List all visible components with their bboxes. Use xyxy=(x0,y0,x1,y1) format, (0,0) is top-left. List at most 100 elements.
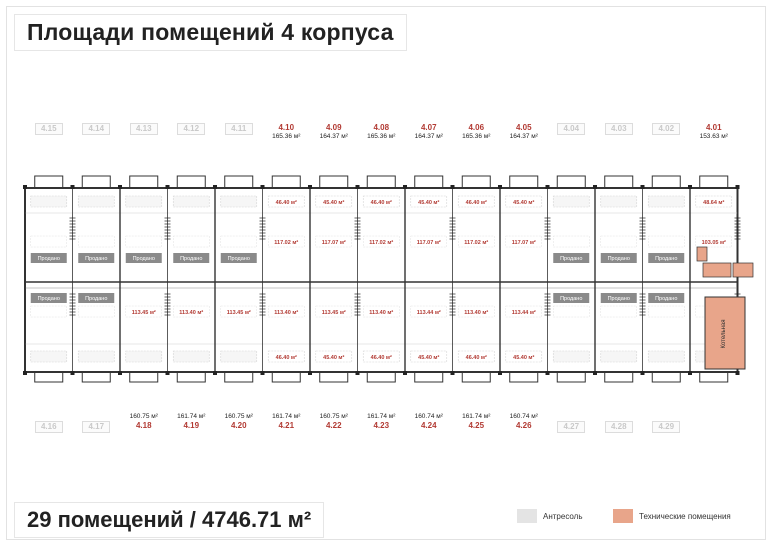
top-mezzanine-box xyxy=(220,195,258,208)
entrance-canopy xyxy=(414,175,444,188)
top-unit-label-code: 4.03 xyxy=(604,123,633,135)
top-unit-label-code: 4.10 xyxy=(278,123,295,132)
bottom-unit-label-code: 4.23 xyxy=(373,420,390,430)
top-hall-box xyxy=(505,235,542,248)
top-unit-label-area xyxy=(122,136,166,143)
bottom-hall-area: 113.40 м² xyxy=(179,309,203,316)
sold-badge xyxy=(30,293,67,303)
top-unit-label-code: 4.08 xyxy=(373,123,390,132)
top-hall-area: 117.02 м² xyxy=(369,239,393,246)
sold-badge-label: Продано xyxy=(560,256,582,262)
top-mezzanine-box xyxy=(600,195,638,208)
entrance-canopy xyxy=(129,175,159,188)
bottom-hall-box xyxy=(125,305,162,318)
entrance-canopy xyxy=(461,175,491,188)
bottom-unit-label[interactable]: 4.29 xyxy=(644,413,688,433)
entrance-canopy xyxy=(509,175,539,188)
bottom-unit-label-code: 4.25 xyxy=(468,420,485,430)
bottom-hall-area: 113.44 м² xyxy=(417,309,441,316)
top-hall-box xyxy=(410,235,447,248)
bottom-mezzanine-area: 45.40 м² xyxy=(513,354,534,361)
bottom-hall-box xyxy=(363,305,400,318)
top-unit-label-area xyxy=(27,136,71,143)
top-unit-label[interactable]: 4.13 xyxy=(122,123,166,143)
top-hall-area: 117.07 м² xyxy=(322,239,346,246)
sold-badge-label: Продано xyxy=(38,296,60,302)
bottom-unit-label[interactable]: 4.28 xyxy=(597,413,641,433)
top-unit-label-code: 4.15 xyxy=(34,123,63,135)
bottom-mezzanine-box xyxy=(647,350,685,363)
top-unit-label-area: 164.37 м² xyxy=(509,133,538,140)
column-pillar xyxy=(403,371,407,375)
sold-badge xyxy=(553,253,590,263)
top-mezzanine-box xyxy=(30,195,68,208)
bottom-unit-label[interactable]: 4.16 xyxy=(27,413,71,433)
entrance-canopy xyxy=(509,372,539,383)
bottom-hall-box xyxy=(600,305,637,318)
entrance-canopy xyxy=(319,175,349,188)
top-mezzanine-box xyxy=(695,195,733,208)
entrance-canopy xyxy=(319,372,349,383)
top-unit-label-area xyxy=(644,136,688,143)
sold-badge xyxy=(600,293,637,303)
bottom-hall-box xyxy=(268,305,305,318)
entrance-canopy xyxy=(176,175,206,188)
top-mezzanine-box xyxy=(410,195,448,208)
top-unit-label-area: 164.37 м² xyxy=(414,133,443,140)
bottom-unit-label-code: 4.22 xyxy=(325,420,342,430)
top-unit-label-area xyxy=(217,136,261,143)
bottom-unit-label[interactable]: 4.27 xyxy=(549,413,593,433)
bottom-hall-box xyxy=(553,305,590,318)
technical-room xyxy=(696,246,708,262)
top-unit-label[interactable]: 4.03 xyxy=(597,123,641,143)
sold-badge-label: Продано xyxy=(560,296,582,302)
column-pillar xyxy=(593,185,597,189)
top-unit-label[interactable]: 4.02 xyxy=(644,123,688,143)
bottom-unit-label-code: 4.26 xyxy=(515,420,532,430)
top-unit-label[interactable]: 4.04 xyxy=(549,123,593,143)
top-mezzanine-box xyxy=(172,195,210,208)
column-pillar xyxy=(688,185,692,189)
bottom-mezzanine-box xyxy=(362,350,400,363)
bottom-mezzanine-box xyxy=(410,350,448,363)
entrance-canopy xyxy=(699,175,729,188)
bottom-unit-label-code: 4.29 xyxy=(652,420,681,433)
top-unit-label[interactable]: 4.11 xyxy=(217,123,261,143)
top-hall-box xyxy=(30,235,67,248)
top-unit-label[interactable]: 4.14 xyxy=(74,123,118,143)
entrance-canopy xyxy=(224,175,254,188)
top-hall-box xyxy=(78,235,115,248)
entrance-canopy xyxy=(176,372,206,383)
top-unit-label[interactable]: 4.15 xyxy=(27,123,71,143)
column-pillar xyxy=(213,185,217,189)
entrance-canopy xyxy=(81,372,111,383)
top-unit-label-area: 165.36 м² xyxy=(367,133,396,140)
column-pillar xyxy=(403,185,407,189)
bottom-mezzanine-box xyxy=(77,350,115,363)
column-pillar xyxy=(735,185,740,189)
top-unit-label-area: 165.36 м² xyxy=(462,133,491,140)
bottom-unit-label[interactable]: 4.17 xyxy=(74,413,118,433)
sold-badge xyxy=(125,253,162,263)
top-unit-label-code: 4.12 xyxy=(177,123,206,135)
bottom-unit-label-area: 160.74 м² xyxy=(509,413,538,420)
bottom-hall-area: 113.45 м² xyxy=(132,309,156,316)
column-pillar xyxy=(545,371,550,375)
top-unit-label[interactable]: 4.12 xyxy=(169,123,213,143)
